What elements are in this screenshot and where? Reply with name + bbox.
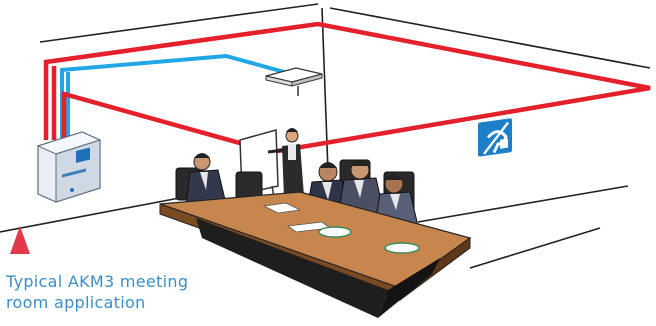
amplifier-unit-icon (36, 131, 102, 203)
loop-wire (43, 21, 651, 155)
ceiling-right-edge (329, 7, 651, 69)
room-outline (0, 3, 651, 269)
table-items (262, 202, 420, 254)
hearing-loop-sign-icon (478, 118, 512, 157)
floor-right-lower (469, 227, 601, 269)
caption-line-2: room application (6, 293, 146, 312)
caption-line-1: Typical AKM3 meeting (6, 272, 189, 291)
floor-right-edge (417, 185, 629, 223)
floor-left-edge (0, 195, 191, 233)
conference-table (159, 191, 472, 318)
ceiling-left-edge (39, 3, 319, 43)
attendee-1 (185, 153, 227, 207)
ceiling-device-icon (265, 67, 323, 96)
diagram-caption: Typical AKM3 meeting room application (6, 271, 188, 313)
triangle-marker-icon (10, 226, 30, 254)
presenter-figure (267, 128, 304, 198)
